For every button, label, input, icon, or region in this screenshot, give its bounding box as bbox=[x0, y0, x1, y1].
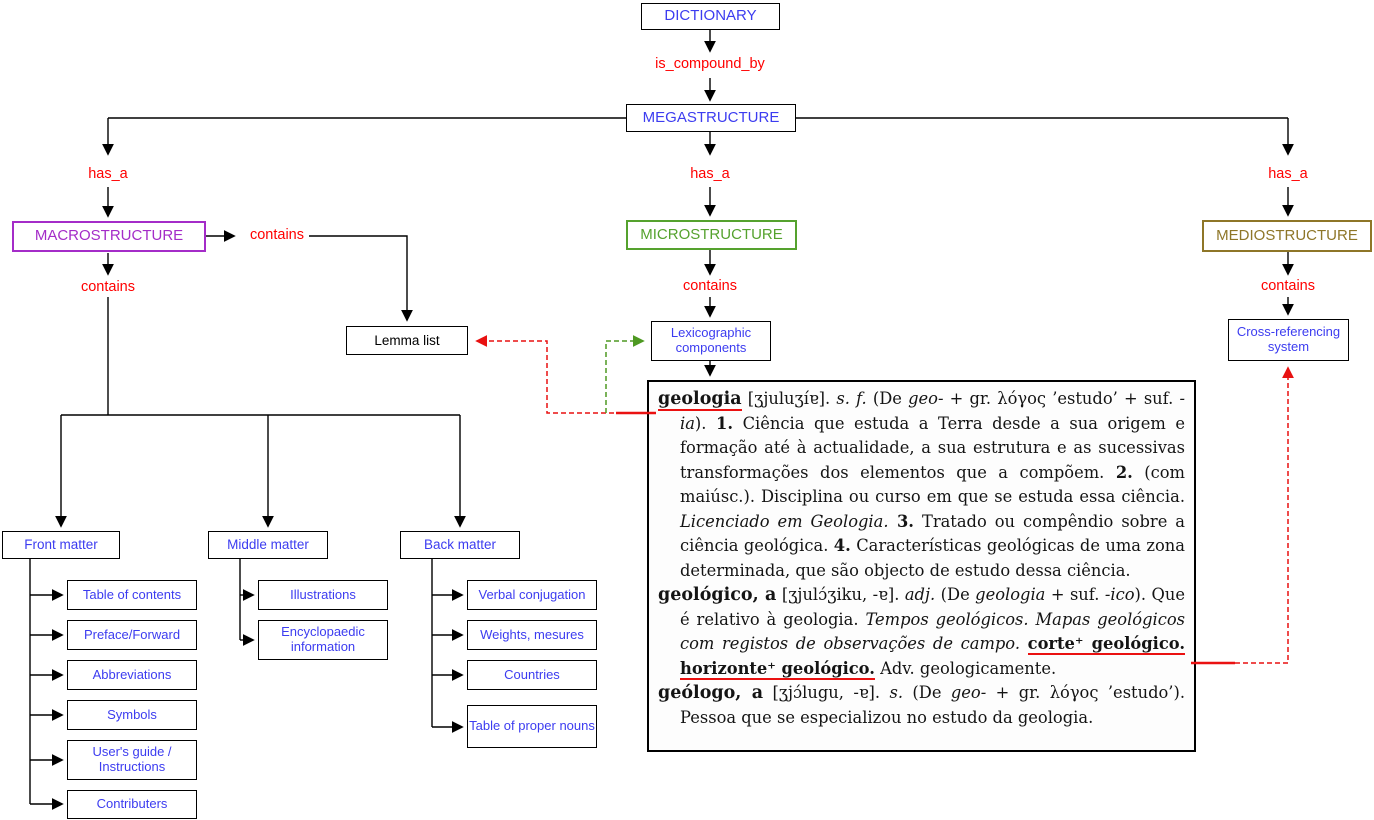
entry-segment: + gr. λόγος ’estudo’ + suf. bbox=[943, 389, 1180, 408]
entry-segment: -ico bbox=[1104, 585, 1135, 604]
entry-segment: (com maiúsc.). Disciplina ou curso em qu… bbox=[680, 462, 1186, 507]
node-preface-forward: Preface/Forward bbox=[67, 620, 197, 650]
entry-geologico: geológico, a [ʒjulɔ́ʒiku, -ɐ]. adj. (De … bbox=[658, 583, 1185, 681]
headword-geologo: geólogo, a bbox=[658, 683, 764, 703]
node-table-of-proper-nouns: Table of proper nouns bbox=[467, 705, 597, 748]
entry-segment: -ia bbox=[680, 389, 1185, 433]
headword-geologico: geológico, a bbox=[658, 585, 777, 605]
node-verbal-conjugation: Verbal conjugation bbox=[467, 580, 597, 610]
node-cross-referencing-system: Cross-referencing system bbox=[1228, 319, 1349, 361]
entry-segment: [ʒjulɔ́ʒiku, -ɐ]. bbox=[776, 585, 905, 604]
sense-number: 2. bbox=[1115, 462, 1133, 482]
entry-segment: Tempos geológicos. Mapas geológicos com … bbox=[680, 609, 1185, 654]
node-mediostructure: MEDIOSTRUCTURE bbox=[1202, 220, 1372, 252]
node-back-matter: Back matter bbox=[400, 531, 520, 559]
entry-segment: ). Que é relativo à geologia. bbox=[680, 585, 1185, 629]
dictionary-entry-scan: geologia [ʒjuluʒíɐ]. s. f. (De geo- + gr… bbox=[647, 380, 1196, 752]
entry-segment: (De bbox=[866, 389, 909, 408]
entry-segment: (De bbox=[903, 683, 951, 702]
sense-number: 4. bbox=[833, 536, 851, 555]
headword-geologia: geologia bbox=[658, 389, 742, 411]
node-front-matter: Front matter bbox=[2, 531, 120, 559]
entry-segment: [ʒjɔ́lugu, -ɐ]. bbox=[763, 683, 890, 702]
node-countries: Countries bbox=[467, 660, 597, 690]
edge-label-has-a-right: has_a bbox=[1268, 166, 1308, 182]
entry-segment: geologia bbox=[975, 585, 1046, 604]
edge-label-has-a-left: has_a bbox=[88, 166, 128, 182]
entry-segment: Ciência que estuda a Terra desde a sua o… bbox=[680, 413, 1185, 482]
entry-segment: Características geológicas de uma zona d… bbox=[680, 536, 1185, 580]
node-lexicographic-components: Lexicographic components bbox=[651, 321, 771, 361]
edge-label-is-compound-by: is_compound_by bbox=[655, 56, 765, 72]
entry-segment: s. bbox=[889, 683, 904, 702]
entry-segment: s. f. bbox=[836, 389, 867, 408]
node-microstructure: MICROSTRUCTURE bbox=[626, 220, 797, 250]
node-abbreviations: Abbreviations bbox=[67, 660, 197, 690]
cross-reference-underlined: corte⁺ geológico. horizonte⁺ geológico. bbox=[680, 634, 1185, 680]
entry-segment: + suf. bbox=[1045, 585, 1105, 604]
node-table-of-contents: Table of contents bbox=[67, 580, 197, 610]
node-macrostructure: MACROSTRUCTURE bbox=[12, 221, 206, 252]
entry-segment: (De bbox=[935, 585, 976, 604]
entry-geologia: geologia [ʒjuluʒíɐ]. s. f. (De geo- + gr… bbox=[658, 387, 1185, 583]
node-megastructure: MEGASTRUCTURE bbox=[626, 104, 796, 132]
edge-label-contains-macro-right: contains bbox=[249, 227, 305, 243]
green-dashed-link bbox=[605, 335, 645, 413]
entry-segment: adj. bbox=[904, 585, 936, 604]
entry-segment: Adv. geologicamente. bbox=[874, 658, 1057, 678]
entry-segment: ). bbox=[694, 413, 717, 433]
entry-geologo: geólogo, a [ʒjɔ́lugu, -ɐ]. s. (De geo- +… bbox=[658, 681, 1185, 730]
node-users-guide-instructions: User's guide / Instructions bbox=[67, 740, 197, 780]
node-middle-matter: Middle matter bbox=[208, 531, 328, 559]
entry-segment: geo- bbox=[950, 683, 987, 702]
edge-label-has-a-middle: has_a bbox=[690, 166, 730, 182]
edge-label-contains-medio: contains bbox=[1260, 278, 1316, 294]
entry-segment: [ʒjuluʒíɐ]. bbox=[741, 389, 837, 408]
edge-label-contains-macro-down: contains bbox=[80, 279, 136, 295]
node-dictionary: DICTIONARY bbox=[641, 3, 780, 30]
node-symbols: Symbols bbox=[67, 700, 197, 730]
node-encyclopaedic-information: Encyclopaedic information bbox=[258, 620, 388, 660]
node-contributers: Contributers bbox=[67, 790, 197, 819]
sense-number: 1. bbox=[716, 413, 734, 433]
entry-segment: Tratado ou compêndio sobre a ciência geo… bbox=[680, 511, 1186, 556]
entry-segment: Licenciado em Geologia. bbox=[680, 511, 889, 531]
node-illustrations: Illustrations bbox=[258, 580, 388, 610]
edge-label-contains-micro: contains bbox=[682, 278, 738, 294]
node-lemma-list: Lemma list bbox=[346, 326, 468, 355]
entry-segment: geo- bbox=[908, 389, 944, 408]
node-weights-mesures: Weights, mesures bbox=[467, 620, 597, 650]
sense-number: 3. bbox=[888, 511, 914, 531]
entry-segment: + gr. λόγος ’estudo’). Pessoa que se esp… bbox=[680, 683, 1186, 727]
